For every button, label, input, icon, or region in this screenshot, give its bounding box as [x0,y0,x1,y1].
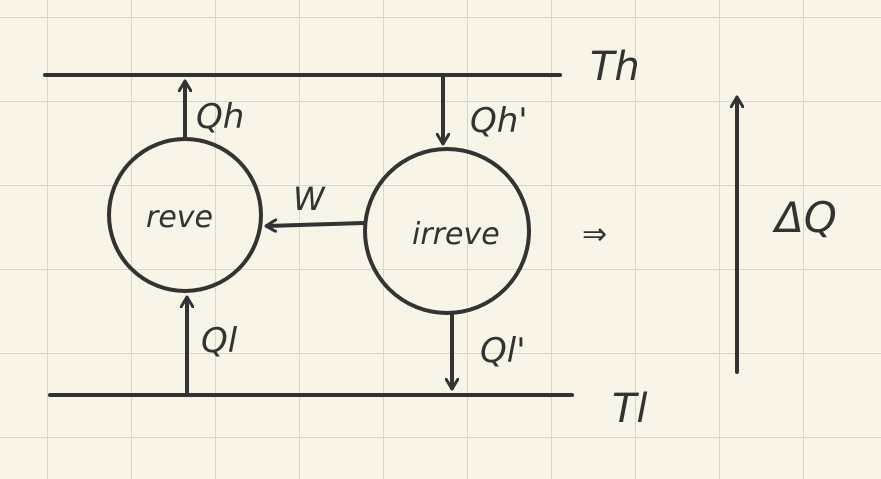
cold-reservoir-label: Tl [612,386,648,432]
irreversible-engine-circle [363,147,531,315]
hot-reservoir-label: Th [590,44,640,90]
delta-q-label: ΔQ [772,193,837,242]
reversible-engine-label: reve [146,200,213,235]
work-arrow [267,223,366,226]
qh-label: Qh [196,97,244,137]
ql-label: Ql [201,321,238,361]
qh-prime-label: Qh' [470,101,528,141]
work-label: W [293,180,326,218]
irreversible-engine-label: irreve [412,217,500,252]
implies-symbol: ⇒ [582,217,607,252]
ql-prime-label: Ql' [480,331,526,371]
